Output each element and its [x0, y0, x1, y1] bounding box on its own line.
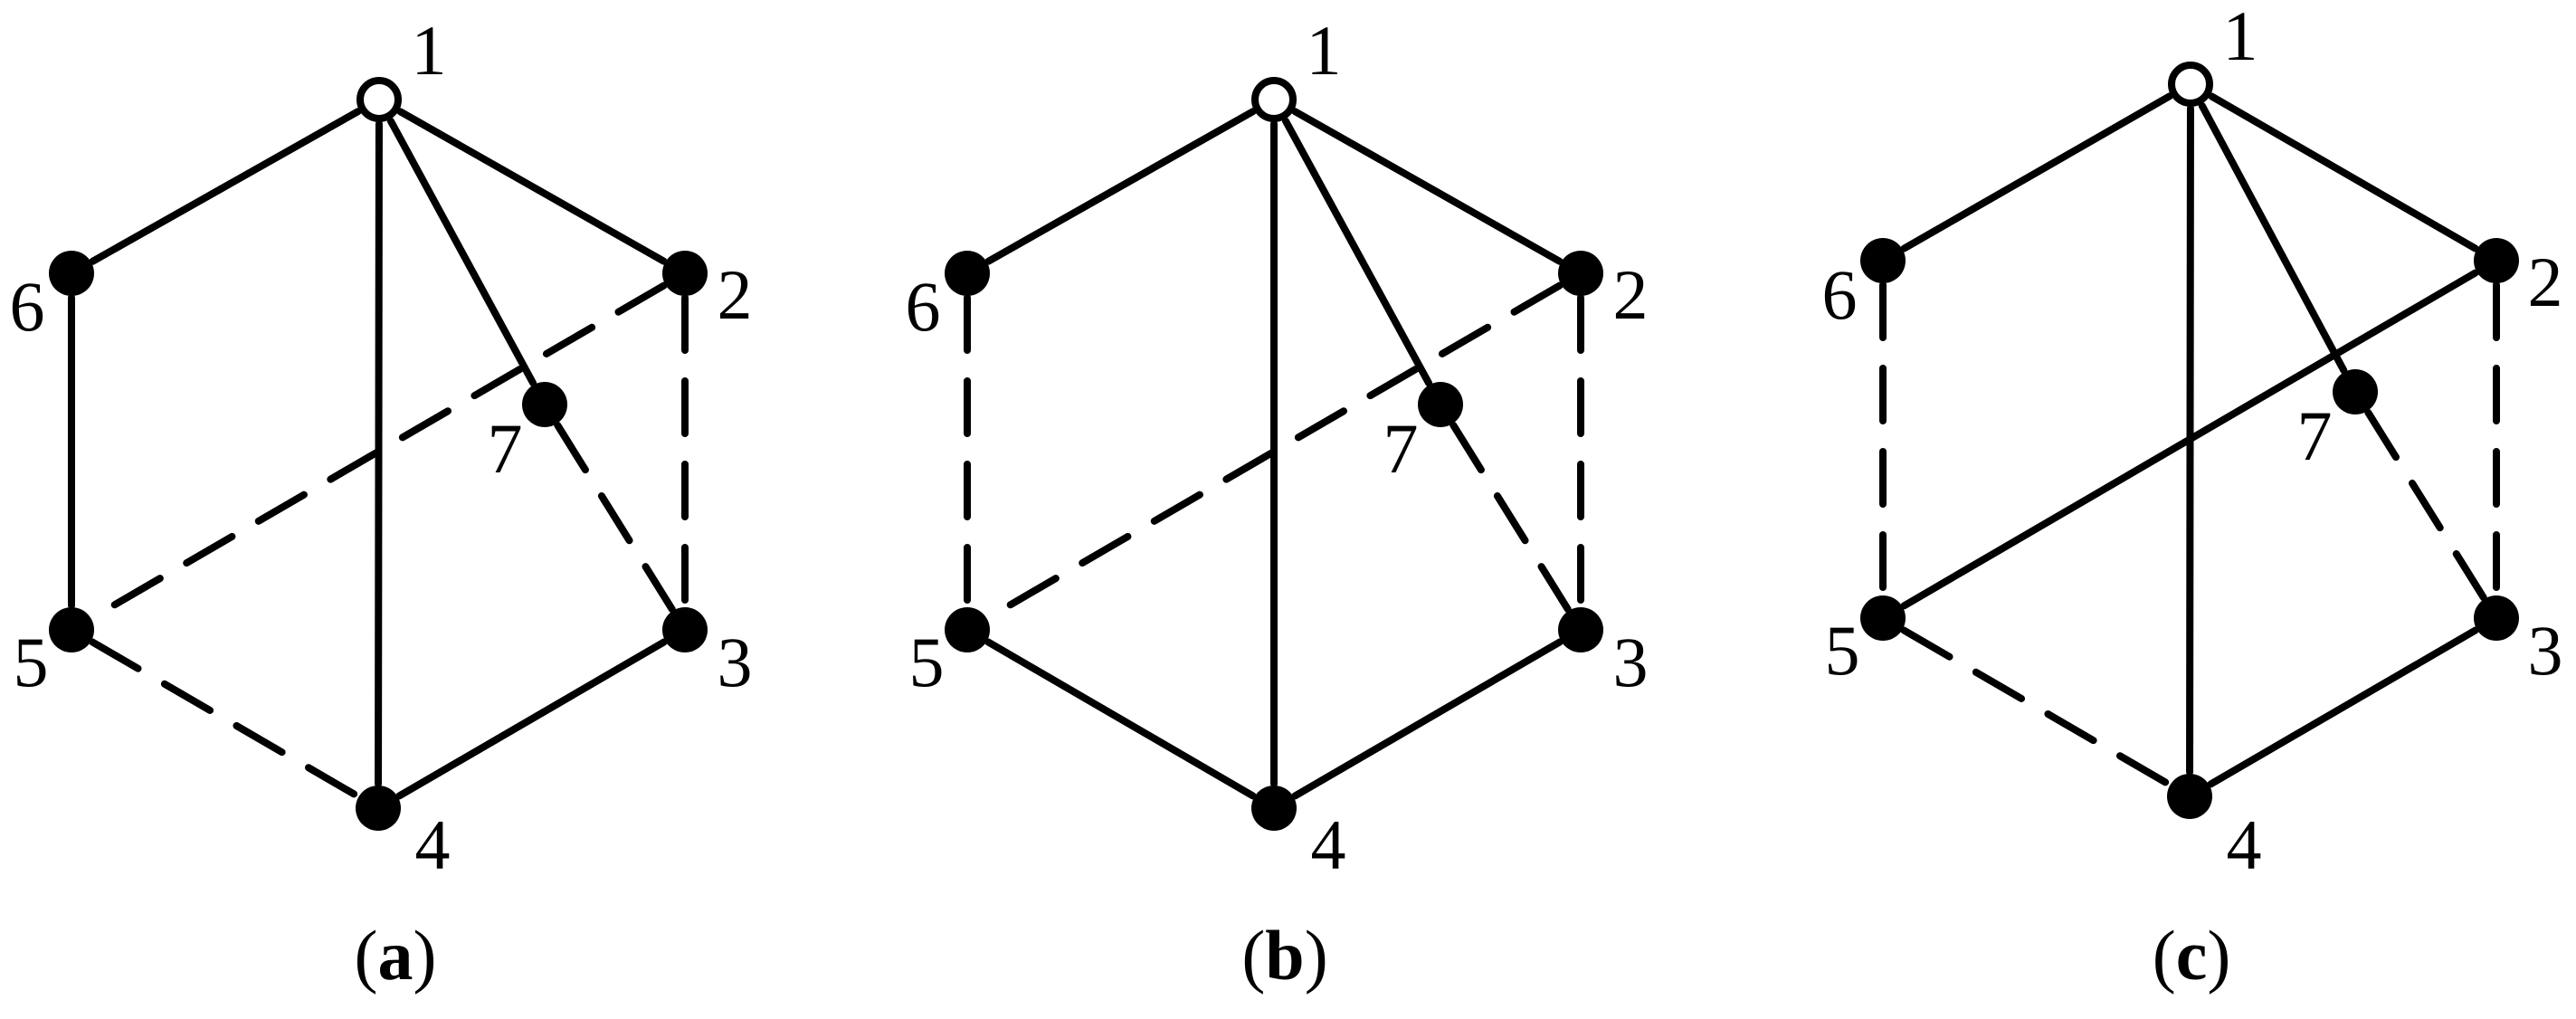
node-label-3: 3 [1613, 623, 1649, 701]
caption-close-paren: ) [2207, 916, 2230, 995]
filled-node-5 [1860, 595, 1906, 641]
filled-node-2 [2474, 238, 2519, 283]
node-label-1: 1 [412, 11, 447, 90]
panel-a-nodes [49, 77, 708, 831]
edge-2-5-solid [1900, 269, 2479, 610]
edge-1-2-solid [2208, 92, 2479, 252]
filled-node-5 [49, 607, 94, 652]
node-label-7: 7 [488, 409, 523, 488]
caption-open-paren: ( [1241, 916, 1265, 995]
edge-3-4-solid [395, 638, 668, 800]
panel-b-caption: (b) [1241, 916, 1327, 995]
node-label-6: 6 [1822, 255, 1858, 334]
node-label-5: 5 [1825, 611, 1860, 690]
filled-node-6 [945, 251, 990, 296]
node-label-1: 1 [2223, 0, 2258, 75]
node-label-7: 7 [1383, 409, 1419, 488]
node-label-4: 4 [415, 805, 451, 884]
filled-node-4 [1251, 786, 1297, 831]
panel-a-edges [68, 108, 689, 800]
caption-letter: a [378, 916, 413, 995]
caption-close-paren: ) [1305, 916, 1328, 995]
edge-1-6-solid [1900, 92, 2173, 252]
edge-2-5-dashed [89, 281, 668, 622]
filled-node-7 [522, 382, 567, 427]
edge-3-4-solid [2207, 626, 2479, 788]
edge-1-7-solid [1281, 117, 1433, 387]
open-node-1 [2168, 62, 2213, 107]
node-label-6: 6 [906, 267, 941, 346]
edge-1-6-solid [984, 108, 1257, 265]
edge-1-6-solid [89, 108, 362, 265]
edge-5-4-dashed [89, 638, 361, 800]
filled-node-3 [662, 607, 708, 652]
node-label-4: 4 [2227, 805, 2262, 884]
node-label-5: 5 [14, 623, 49, 701]
panel-a: 1 2 3 4 5 6 7 (a) [10, 11, 753, 995]
filled-node-2 [1558, 251, 1603, 296]
panel-c-nodes [1860, 62, 2519, 819]
edge-7-3-dashed [2364, 408, 2487, 602]
filled-node-4 [356, 786, 401, 831]
node-label-4: 4 [1311, 805, 1346, 884]
caption-open-paren: ( [355, 916, 378, 995]
panel-b-nodes [945, 77, 1603, 831]
panel-c: 1 2 3 4 5 6 7 (c) [1822, 0, 2563, 995]
edge-7-3-dashed [554, 421, 676, 614]
node-label-1: 1 [1307, 11, 1342, 90]
node-label-5: 5 [909, 623, 945, 701]
node-label-6: 6 [10, 267, 45, 346]
caption-close-paren: ) [413, 916, 437, 995]
open-node-1 [356, 77, 402, 122]
filled-node-7 [1418, 382, 1463, 427]
node-label-7: 7 [2297, 396, 2333, 475]
panel-a-caption: (a) [355, 916, 437, 995]
panel-b: 1 2 3 4 5 6 7 (b) [906, 11, 1649, 995]
edge-1-7-solid [2198, 101, 2348, 375]
open-node-1 [1251, 77, 1297, 122]
edge-5-4-solid [984, 638, 1257, 800]
filled-node-6 [49, 251, 94, 296]
panel-c-node-labels: 1 2 3 4 5 6 7 [1822, 0, 2563, 884]
panel-c-edges [1879, 92, 2500, 788]
node-label-3: 3 [2528, 611, 2563, 690]
panel-c-caption: (c) [2153, 916, 2231, 995]
filled-node-4 [2167, 774, 2212, 819]
caption-letter: b [1265, 916, 1304, 995]
panel-a-node-labels: 1 2 3 4 5 6 7 [10, 11, 753, 884]
caption-open-paren: ( [2153, 916, 2176, 995]
filled-node-3 [2474, 595, 2519, 641]
edge-1-7-solid [386, 117, 537, 387]
caption-letter: c [2176, 916, 2208, 995]
panel-b-node-labels: 1 2 3 4 5 6 7 [906, 11, 1649, 884]
edge-1-2-solid [396, 108, 668, 265]
edge-7-3-dashed [1450, 421, 1572, 614]
filled-node-2 [662, 251, 708, 296]
filled-node-5 [945, 607, 990, 652]
filled-node-7 [2333, 369, 2378, 414]
node-label-3: 3 [718, 623, 753, 701]
edge-5-4-dashed [1900, 626, 2172, 788]
filled-node-6 [1860, 238, 1906, 283]
filled-node-3 [1558, 607, 1603, 652]
edge-3-4-solid [1291, 638, 1564, 800]
node-label-2: 2 [1613, 255, 1649, 334]
panel-b-edges [964, 108, 1584, 800]
node-label-2: 2 [718, 255, 753, 334]
node-label-2: 2 [2528, 243, 2563, 321]
edge-1-2-solid [1291, 108, 1564, 265]
edge-2-5-dashed [984, 281, 1564, 622]
